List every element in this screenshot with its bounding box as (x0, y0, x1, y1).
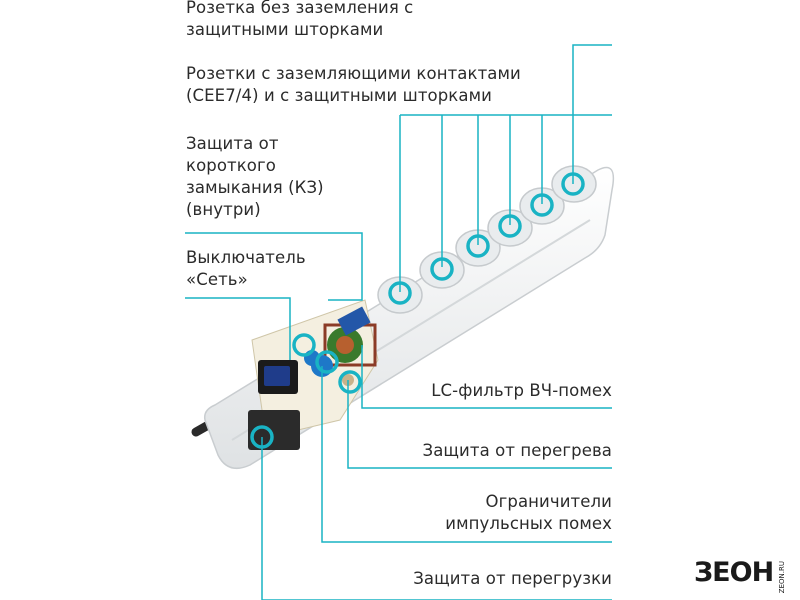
marker-ungrounded (561, 172, 585, 196)
callout-line-short-circuit (185, 232, 363, 301)
callout-line-lc-filter (361, 345, 612, 409)
marker-overload (250, 425, 274, 449)
callout-line-switch (185, 297, 291, 360)
brand-logo: ЗЕОН ZEON.RU (694, 557, 796, 594)
circuit-board-section (248, 299, 379, 450)
marker-overheat (338, 370, 362, 394)
label-lc-filter: LC-фильтр ВЧ-помех (431, 381, 612, 400)
marker-grounded-1 (388, 281, 412, 305)
marker-surge (315, 350, 339, 374)
label-grounded-sockets: Розетки с заземляющими контактами (CEE7/… (186, 64, 521, 105)
callout-line-overload (261, 437, 612, 600)
callout-line-surge (321, 366, 612, 543)
label-ungrounded-socket: Розетка без заземления с защитными шторк… (186, 0, 414, 39)
callout-markers (250, 172, 585, 449)
marker-short-circuit (292, 333, 316, 357)
callout-line-ungrounded (572, 44, 612, 184)
socket-6 (551, 165, 597, 203)
power-switch-rocker (264, 366, 290, 386)
brand-logo-domain: ZEON.RU (778, 561, 786, 594)
label-power-switch: Выключатель «Сеть» (186, 248, 306, 289)
label-overheat-protection: Защита от перегрева (422, 441, 612, 460)
callout-lines (185, 44, 612, 600)
brand-logo-text: ЗЕОН (694, 557, 774, 588)
label-short-circuit-protection: Защита от короткого замыкания (КЗ) (внут… (186, 134, 324, 219)
callout-line-overheat (347, 380, 612, 469)
label-surge-limiters: Ограничители импульсных помех (445, 492, 612, 533)
overload-breaker (248, 410, 300, 450)
label-overload-protection: Защита от перегрузки (413, 569, 612, 588)
